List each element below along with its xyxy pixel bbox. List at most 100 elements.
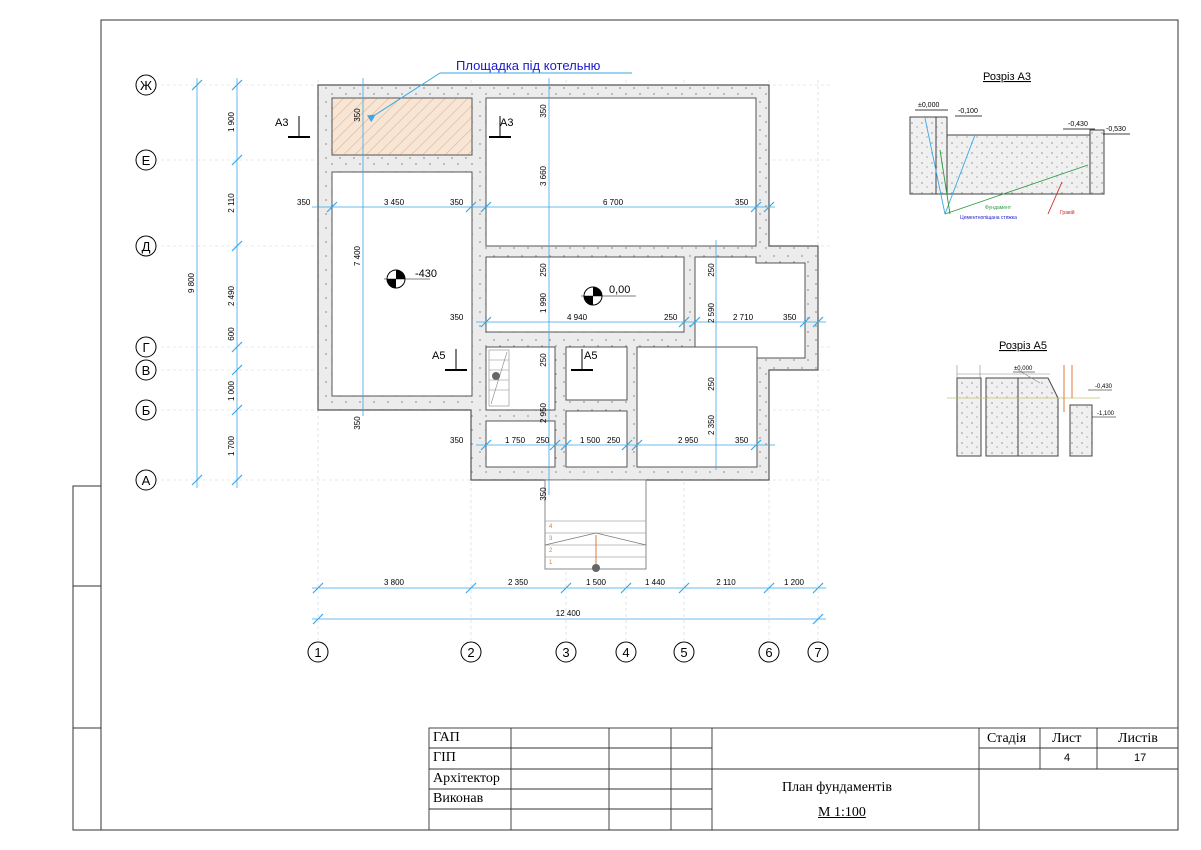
dim-label: 250 [539, 353, 548, 367]
dim-label: 600 [227, 327, 236, 341]
dim-label: 2 350 [508, 578, 529, 587]
legend-label: Гравій [1060, 209, 1075, 216]
axis-col-label: 6 [765, 645, 772, 660]
dim-label: 1 700 [227, 435, 236, 456]
level-mark: -0,430 [1068, 121, 1088, 128]
section-a5-title: Розріз А5 [999, 340, 1047, 352]
level-mark: -0,430 [1095, 384, 1113, 390]
dim-label: 350 [450, 313, 464, 322]
axis-row-label: Д [142, 239, 151, 254]
axis-col-label: 7 [814, 645, 821, 660]
entrance-steps: 4 3 2 1 [544, 479, 647, 572]
sheets-total: 17 [1134, 752, 1147, 764]
inner-stair-dot [492, 372, 500, 380]
section-a3-title: Розріз А3 [983, 71, 1031, 83]
dim-label: 2 710 [733, 313, 754, 322]
axis-row-label: Ж [140, 78, 152, 93]
axis-row-label: Б [142, 403, 151, 418]
section-a5-detail [947, 365, 1116, 457]
dim-label: 4 940 [567, 313, 588, 322]
bottom-dimension-labels: 3 800 2 350 1 500 1 440 2 110 1 200 12 4… [384, 578, 805, 618]
level-mark: -0,530 [1106, 126, 1126, 133]
header-sheet: Лист [1052, 731, 1082, 746]
dim-label: 2 110 [716, 578, 736, 587]
boiler-platform [331, 97, 473, 156]
level-mark: ±0,000 [1014, 366, 1033, 372]
drawing-name: План фундаментів [782, 780, 893, 795]
section-mark-a5-right: А5 [584, 350, 597, 362]
dim-label: 350 [297, 198, 311, 207]
role-executor: Виконав [433, 791, 484, 806]
header-sheets: Листів [1118, 731, 1158, 746]
dim-total-height: 9 800 [187, 272, 196, 293]
dim-label: 3 800 [384, 578, 405, 587]
section-mark-a3-left: А3 [275, 117, 288, 129]
room-top-right [485, 97, 757, 247]
role-gip: ГІП [433, 750, 456, 765]
level-mark: ±0,000 [918, 102, 939, 109]
section-mark-a5-left: А5 [432, 350, 445, 362]
row-axis-markers: Ж Е Д Г В Б А [135, 74, 157, 491]
dim-label: 350 [450, 198, 464, 207]
dim-label: 350 [735, 436, 749, 445]
room-a2 [565, 410, 628, 468]
title-block [428, 727, 1179, 831]
axis-col-label: 2 [467, 645, 474, 660]
boiler-callout: Площадка під котельню [366, 58, 632, 123]
interior-dimensions [312, 78, 826, 495]
column-axis-markers: 1 2 3 4 5 6 7 [307, 641, 829, 663]
inner-stair [488, 349, 510, 407]
dim-label: 2 590 [707, 302, 716, 323]
role-gap: ГАП [433, 730, 460, 745]
room-bottom-right [636, 346, 758, 468]
left-dimension-labels: 9 800 1 900 2 110 2 490 600 1 000 1 700 [187, 111, 236, 456]
dim-label: 1 500 [586, 578, 607, 587]
interior-dimension-labels: 350 3 450 350 6 700 350 350 4 940 250 2 … [297, 104, 797, 501]
dim-label: 2 490 [227, 285, 236, 306]
level-ground: 0,00 [609, 284, 630, 296]
dim-label: 1 000 [227, 380, 236, 401]
dim-label: 1 990 [539, 292, 548, 313]
dim-label: 1 500 [580, 436, 601, 445]
dim-label: 250 [607, 436, 621, 445]
drawing-scale: М 1:100 [818, 805, 866, 820]
side-stamp [72, 485, 102, 831]
dim-label: 3 450 [384, 198, 405, 207]
dim-label: 350 [539, 487, 548, 501]
sheet-number: 4 [1064, 752, 1071, 764]
dim-label: 350 [450, 436, 464, 445]
boiler-callout-label: Площадка під котельню [456, 58, 601, 73]
step-label: 2 [549, 548, 553, 554]
dim-label: 350 [353, 108, 362, 122]
role-architect: Архітектор [433, 771, 500, 786]
dim-label: 350 [735, 198, 749, 207]
dim-label: 2 110 [227, 193, 236, 213]
section-a3-labels: Розріз А3 ±0,000 -0,100 -0,430 -0,530 Фу… [918, 71, 1126, 221]
axis-col-label: 3 [562, 645, 569, 660]
axis-col-label: 4 [622, 645, 629, 660]
axis-row-label: В [142, 363, 151, 378]
level-mark: -1,100 [1097, 411, 1115, 417]
dim-label: 250 [664, 313, 678, 322]
left-dimensions [191, 78, 243, 488]
legend-label: Цементнопіщана стяжка [960, 215, 1017, 221]
axis-col-label: 5 [680, 645, 687, 660]
dim-label: 2 350 [707, 414, 716, 435]
dim-label: 350 [353, 416, 362, 430]
dim-label: 350 [539, 104, 548, 118]
section-a3-detail [909, 109, 1130, 215]
room-small [565, 346, 628, 401]
section-a5-labels: Розріз А5 ±0,000 -0,430 -1,100 [999, 340, 1115, 417]
dim-label: 1 200 [784, 578, 805, 587]
header-stage: Стадія [987, 731, 1027, 746]
room-a1 [485, 420, 556, 468]
dim-label: 250 [536, 436, 550, 445]
level-mark: -0,100 [958, 108, 978, 115]
bottom-dimensions [312, 582, 826, 625]
dim-total-width: 12 400 [556, 609, 581, 618]
dim-label: 250 [707, 263, 716, 277]
step-label: 1 [549, 560, 553, 566]
dim-label: 1 900 [227, 111, 236, 132]
